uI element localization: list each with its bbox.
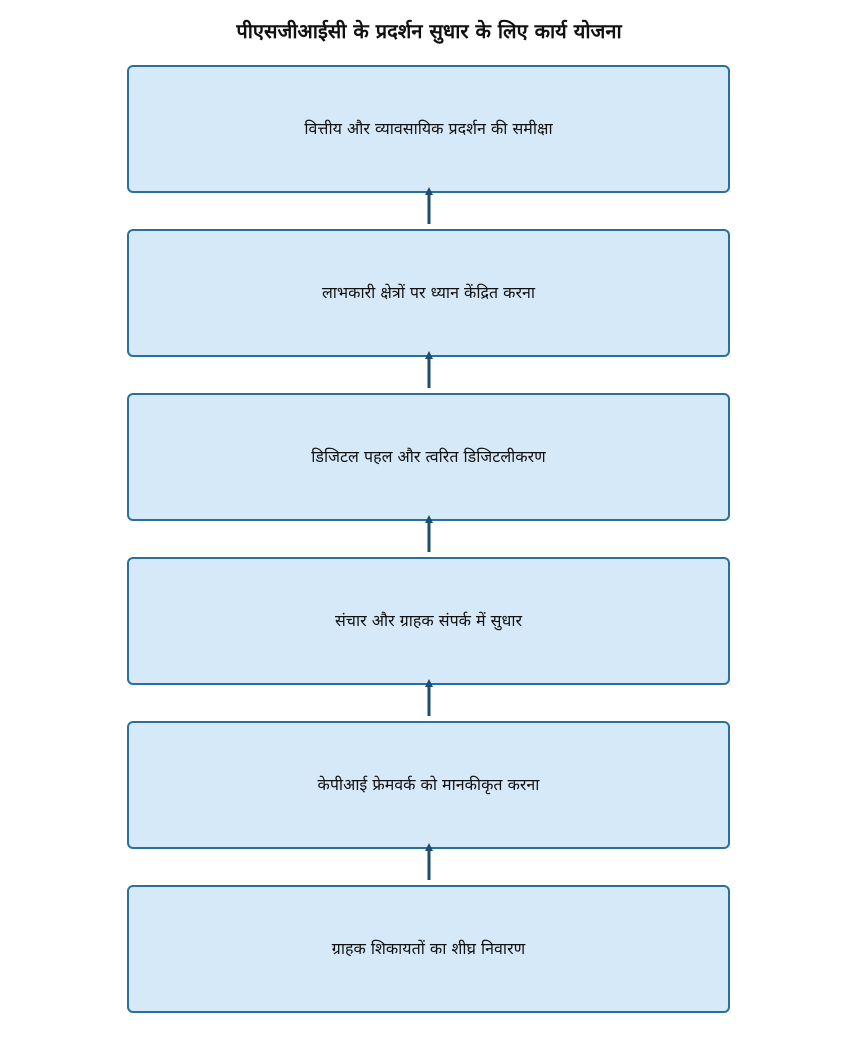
- step-label-2: लाभकारी क्षेत्रों पर ध्यान केंद्रित करना: [321, 283, 536, 302]
- step-box-2: लाभकारी क्षेत्रों पर ध्यान केंद्रित करना: [127, 229, 730, 357]
- step-label-4: संचार और ग्राहक संपर्क में सुधार: [334, 611, 523, 630]
- step-label-3: डिजिटल पहल और त्वरित डिजिटलीकरण: [311, 447, 546, 466]
- step-label-5: केपीआई फ्रेमवर्क को मानकीकृत करना: [317, 775, 540, 794]
- step-box-6: ग्राहक शिकायतों का शीघ्र निवारण: [127, 885, 730, 1013]
- step-label-1: वित्तीय और व्यावसायिक प्रदर्शन की समीक्ष…: [304, 119, 553, 138]
- diagram-title: पीएसजीआईसी के प्रदर्शन सुधार के लिए कार्…: [236, 19, 622, 43]
- step-label-6: ग्राहक शिकायतों का शीघ्र निवारण: [331, 939, 526, 958]
- step-box-3: डिजिटल पहल और त्वरित डिजिटलीकरण: [127, 393, 730, 521]
- step-box-5: केपीआई फ्रेमवर्क को मानकीकृत करना: [127, 721, 730, 849]
- step-box-1: वित्तीय और व्यावसायिक प्रदर्शन की समीक्ष…: [127, 65, 730, 193]
- step-box-4: संचार और ग्राहक संपर्क में सुधार: [127, 557, 730, 685]
